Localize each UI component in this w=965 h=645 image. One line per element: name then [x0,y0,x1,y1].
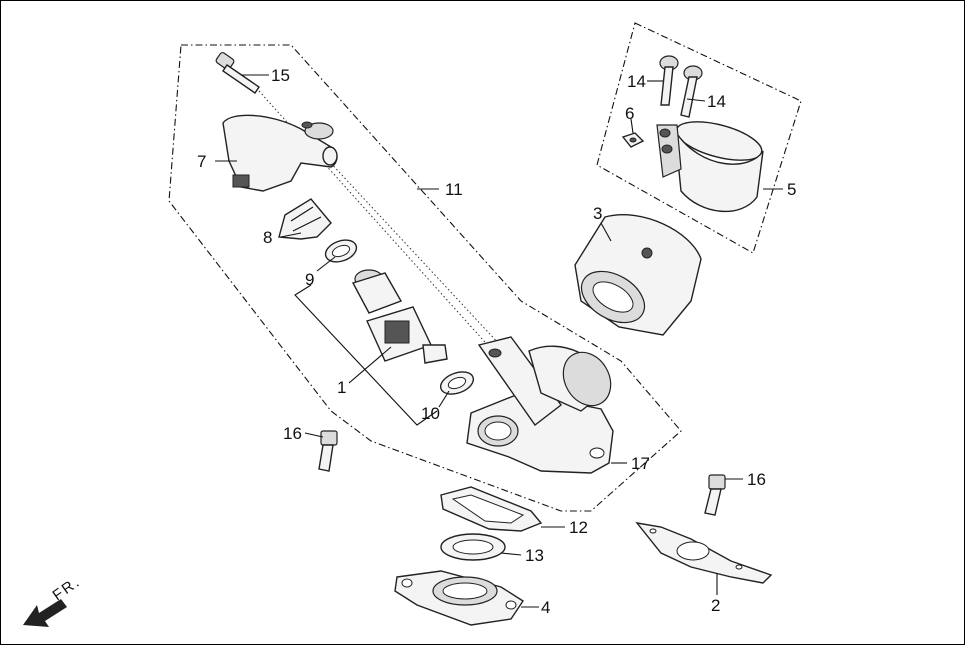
callout-4: 4 [541,598,550,617]
bolt-16-right [704,474,726,516]
injector-holder-7 [222,114,338,192]
intake-manifold-17 [466,336,614,474]
gasket-12 [440,486,543,532]
callout-2: 2 [711,596,720,615]
injector-1 [351,269,448,364]
seal-10 [439,371,475,395]
callout-14-lower: 14 [707,92,726,111]
callout-12: 12 [569,518,588,537]
front-direction-arrow [23,599,67,627]
callout-6: 6 [625,104,634,123]
callout-13: 13 [525,546,544,565]
callout-10: 10 [421,404,440,423]
assembly-11-boundary [168,44,682,512]
callout-3: 3 [593,204,602,223]
screws-14 [659,55,703,118]
callout-14-upper: 14 [627,72,646,91]
gasket-2 [635,522,773,584]
callout-1: 1 [337,378,346,397]
callout-9: 9 [305,270,314,289]
clip-8 [278,198,332,240]
flange-4 [394,570,524,626]
front-direction-label: FR. [50,573,84,604]
callout-11: 11 [445,180,463,199]
oring-9 [324,239,358,263]
clamp-5 [656,121,764,213]
leader-lines [215,74,783,608]
bolt-15 [215,52,260,94]
bolt-16-left [318,430,338,472]
assembly-5-boundary [596,22,802,254]
callout-16-left: 16 [283,424,302,443]
nut-6 [621,132,645,148]
callout-16-right: 16 [747,470,766,489]
ring-13 [440,533,506,561]
callout-5: 5 [787,180,796,199]
callout-7: 7 [197,152,206,171]
callout-8: 8 [263,228,272,247]
callout-17: 17 [631,454,650,473]
callout-15: 15 [271,66,290,85]
rubber-boot-3 [574,213,702,336]
